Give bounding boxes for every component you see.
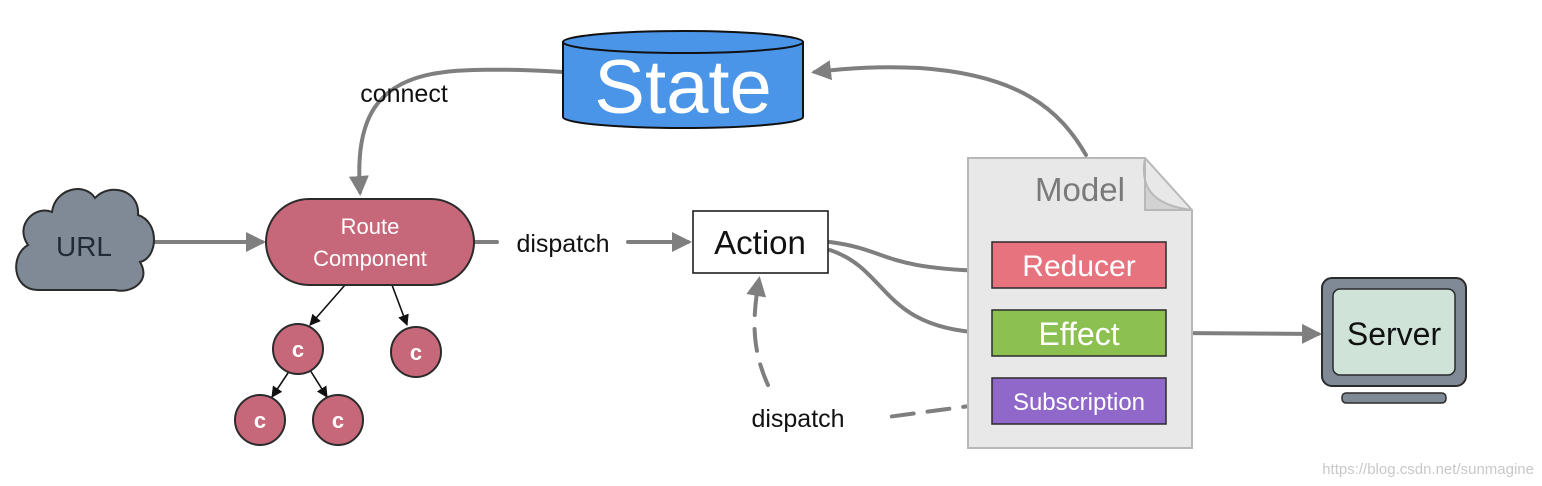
url-label: URL	[56, 231, 112, 262]
edge-model-to-state	[811, 60, 1088, 157]
edge-dispatch-to-action-dashed	[746, 276, 770, 387]
component-label: c	[292, 337, 304, 362]
route-label-line2: Component	[313, 246, 427, 271]
edge-c1-to-c4	[309, 369, 328, 398]
state-label: State	[594, 45, 771, 130]
url-cloud-node: URL	[15, 188, 155, 292]
server-node: Server	[1321, 277, 1467, 404]
dispatch-label-route: dispatch	[516, 230, 609, 258]
subscription-node: Subscription	[991, 377, 1167, 425]
reducer-node: Reducer	[991, 241, 1167, 289]
model-page-node: Model	[967, 157, 1193, 449]
edge-c1-to-c3	[271, 369, 291, 398]
component-label: c	[332, 408, 344, 433]
edge-action-to-effect	[828, 248, 989, 343]
effect-label: Effect	[1038, 316, 1119, 352]
action-node: Action	[692, 210, 829, 274]
component-node-c3: c	[234, 394, 286, 446]
dispatch-label-subscription: dispatch	[751, 405, 844, 433]
watermark-text: https://blog.csdn.net/sunmagine	[1322, 461, 1534, 478]
edge-state-to-route	[348, 67, 565, 196]
route-label-line1: Route	[341, 214, 400, 239]
edge-action-to-reducer	[828, 240, 989, 281]
edge-effect-server	[1168, 323, 1322, 344]
edge-route-to-c2	[391, 284, 409, 327]
subscription-label: Subscription	[1013, 389, 1145, 416]
reducer-label: Reducer	[1022, 250, 1135, 283]
route-component-node: Route Component	[265, 198, 475, 286]
component-node-c4: c	[312, 394, 364, 446]
component-node-c2: c	[390, 326, 442, 378]
effect-node: Effect	[991, 309, 1167, 357]
component-label: c	[410, 340, 422, 365]
state-node: State	[562, 30, 804, 130]
model-label: Model	[1035, 171, 1125, 208]
connect-label: connect	[360, 80, 448, 108]
edge-route-to-c1	[309, 284, 346, 326]
component-node-c1: c	[272, 323, 324, 375]
action-label: Action	[714, 224, 806, 261]
server-label: Server	[1347, 316, 1442, 352]
component-label: c	[254, 408, 266, 433]
